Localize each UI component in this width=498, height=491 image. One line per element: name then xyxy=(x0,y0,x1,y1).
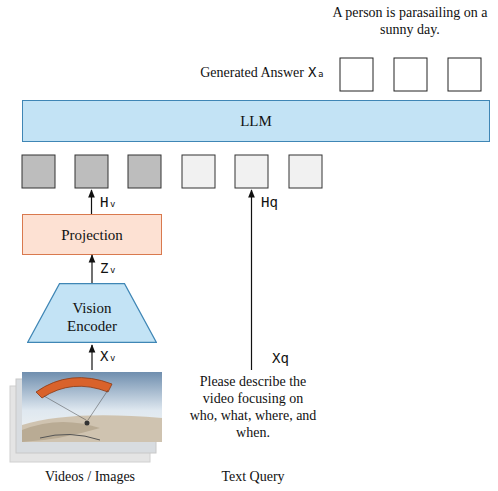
answer-token xyxy=(340,58,373,91)
answer-token xyxy=(448,58,481,91)
photo-parasail xyxy=(36,378,112,398)
node-title: Projection xyxy=(61,226,123,244)
trapezoid-shape xyxy=(28,284,157,343)
photo-sky xyxy=(22,372,162,442)
symbol-label: Hᵥ xyxy=(100,194,130,211)
node-title: Vision Encoder xyxy=(57,291,127,335)
query-arrow xyxy=(251,190,252,370)
symbol-label: Xₐ xyxy=(308,64,338,81)
visual-token xyxy=(75,155,108,188)
visual-token xyxy=(128,155,161,188)
edge-label: Zᵥ xyxy=(100,260,117,276)
visual-token xyxy=(22,155,55,188)
photo-line xyxy=(88,390,108,420)
feature-arrow xyxy=(91,190,92,214)
symbol-label: Xᵥ xyxy=(100,348,130,365)
process-box: LLM xyxy=(22,100,490,142)
caption-text: Generated Answer xyxy=(150,64,304,81)
parasailing-photo xyxy=(22,372,162,442)
encoder-trapezoid: Vision Encoder xyxy=(27,283,157,343)
caption-text: Please describe the video focusing on wh… xyxy=(189,373,317,441)
caption-text: A person is parasailing on a sunny day. xyxy=(328,4,492,38)
symbol-label: Xq xyxy=(272,350,302,367)
photo-ground xyxy=(22,415,162,442)
symbol-label: Hq xyxy=(261,194,291,211)
text-token xyxy=(235,155,268,188)
photo-person xyxy=(85,421,90,426)
photo-shadow xyxy=(40,434,100,440)
connector-arrow xyxy=(91,255,92,283)
caption-text: Text Query xyxy=(190,468,316,485)
text-token xyxy=(289,155,322,188)
caption-text: Videos / Images xyxy=(20,468,160,485)
process-box: Projection xyxy=(22,214,162,255)
photo-line xyxy=(44,396,86,420)
text-token xyxy=(182,155,215,188)
node-title: LLM xyxy=(240,112,272,130)
input-arrow xyxy=(91,345,92,370)
answer-token xyxy=(394,58,427,91)
